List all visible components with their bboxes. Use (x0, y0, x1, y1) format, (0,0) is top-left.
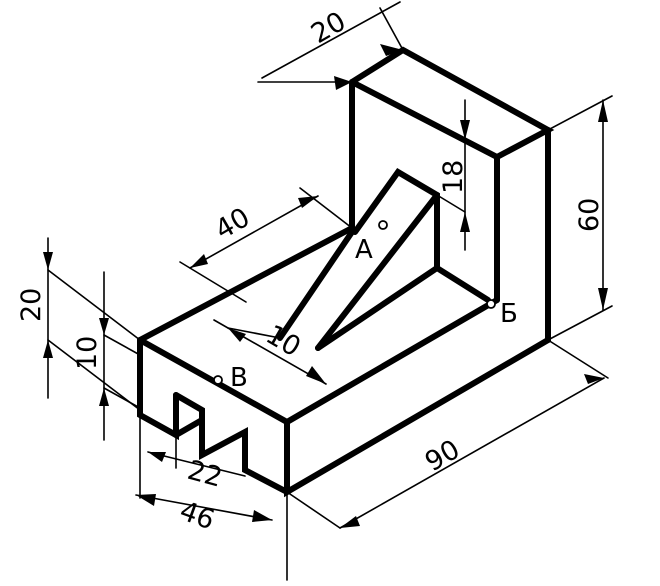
reference-points: A Б В (213, 220, 518, 393)
rib-bottom-edge (315, 265, 440, 351)
dim-10-slot: 10 (261, 319, 306, 363)
base-notch (173, 392, 290, 495)
notch-inner (173, 417, 205, 438)
base-left-face (137, 337, 179, 441)
dim-60: 60 (574, 198, 605, 232)
dimension-values: 20 18 60 40 10 20 10 22 46 90 (16, 6, 605, 536)
dim-20-top: 20 (306, 6, 351, 50)
dim-20-left: 20 (16, 288, 47, 322)
base-back-edge (137, 225, 355, 343)
dim-10-left: 10 (72, 336, 103, 370)
point-v-marker (213, 375, 223, 385)
wall-top-edge (349, 46, 555, 161)
point-b-label: Б (500, 299, 518, 329)
dim-18: 18 (438, 160, 469, 194)
dim-40: 40 (210, 202, 255, 246)
object-outline (137, 46, 555, 498)
dim-22: 22 (184, 455, 225, 494)
point-a-marker (378, 220, 388, 230)
dimension-lines (47, 1, 613, 581)
dimension-arrows (43, 44, 608, 528)
rib-slope-back (315, 192, 440, 351)
point-a-label: A (355, 235, 373, 265)
point-b-marker (486, 299, 496, 309)
rib-slope-front (277, 229, 355, 341)
base-right-front (284, 337, 551, 498)
dim-46: 46 (176, 495, 219, 536)
dim-90: 90 (420, 434, 465, 478)
point-v-label: В (230, 363, 248, 393)
